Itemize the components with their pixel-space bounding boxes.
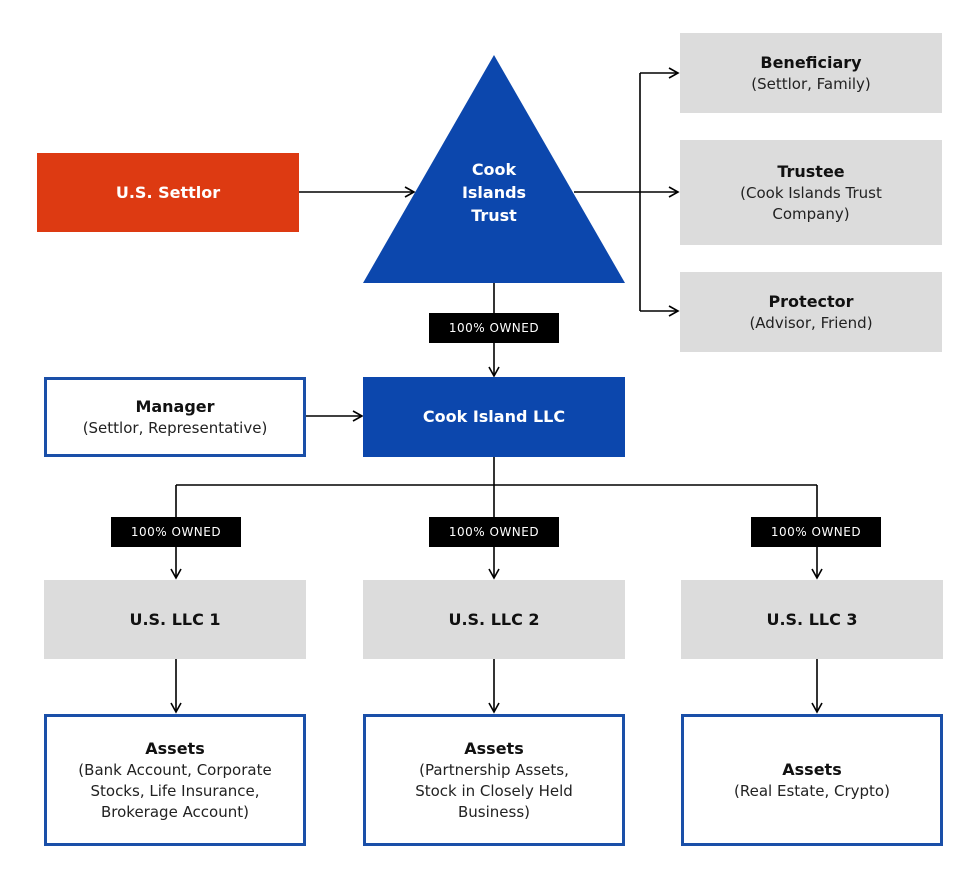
assets-3-box: Assets (Real Estate, Crypto) [681, 714, 943, 846]
manager-sub: (Settlor, Representative) [82, 418, 268, 437]
cook-island-llc-box: Cook Island LLC [363, 377, 625, 457]
trustee-box: Trustee (Cook Islands Trust Company) [680, 140, 942, 245]
manager-box: Manager (Settlor, Representative) [44, 377, 306, 457]
trustee-title: Trustee [777, 161, 845, 181]
assets-2-line-1: (Partnership Assets, [419, 760, 569, 779]
trustee-sub-2: Company) [772, 204, 850, 223]
trust-line-3: Trust [471, 206, 517, 225]
assets-1-line-1: (Bank Account, Corporate [78, 760, 272, 779]
assets-2-line-2: Stock in Closely Held [415, 781, 573, 800]
manager-title: Manager [135, 396, 215, 416]
protector-sub: (Advisor, Friend) [749, 313, 873, 332]
assets-1-line-2: Stocks, Life Insurance, [90, 781, 260, 800]
assets-1-line-3: Brokerage Account) [101, 802, 249, 821]
us-llc-1-label: U.S. LLC 1 [129, 609, 221, 629]
trustee-sub-1: (Cook Islands Trust [740, 183, 882, 202]
us-llc-2-label: U.S. LLC 2 [448, 609, 540, 629]
assets-2-box: Assets (Partnership Assets, Stock in Clo… [363, 714, 625, 846]
ownership-tag-llc-3: 100% OWNED [751, 517, 881, 547]
beneficiary-box: Beneficiary (Settlor, Family) [680, 33, 942, 113]
us-settlor-label: U.S. Settlor [115, 182, 221, 202]
ownership-tag-trust: 100% OWNED [429, 313, 559, 343]
assets-3-line-1: (Real Estate, Crypto) [734, 781, 890, 800]
us-llc-3-box: U.S. LLC 3 [681, 580, 943, 659]
assets-1-title: Assets [145, 738, 205, 758]
trust-line-2: Islands [461, 183, 527, 202]
beneficiary-title: Beneficiary [760, 52, 862, 72]
cook-island-llc-label: Cook Island LLC [422, 407, 566, 426]
trust-triangle [363, 55, 625, 283]
trust-line-1: Cook [471, 160, 517, 179]
beneficiary-sub: (Settlor, Family) [751, 74, 871, 93]
assets-1-box: Assets (Bank Account, Corporate Stocks, … [44, 714, 306, 846]
ownership-tag-llc-1: 100% OWNED [111, 517, 241, 547]
us-settlor-box: U.S. Settlor [37, 153, 299, 232]
assets-2-title: Assets [464, 738, 524, 758]
us-llc-3-label: U.S. LLC 3 [766, 609, 858, 629]
trust-label: Cook Islands Trust [414, 158, 574, 227]
protector-box: Protector (Advisor, Friend) [680, 272, 942, 352]
assets-2-line-3: Business) [458, 802, 530, 821]
us-llc-1-box: U.S. LLC 1 [44, 580, 306, 659]
ownership-tag-llc-2: 100% OWNED [429, 517, 559, 547]
protector-title: Protector [768, 291, 854, 311]
assets-3-title: Assets [782, 759, 842, 779]
us-llc-2-box: U.S. LLC 2 [363, 580, 625, 659]
